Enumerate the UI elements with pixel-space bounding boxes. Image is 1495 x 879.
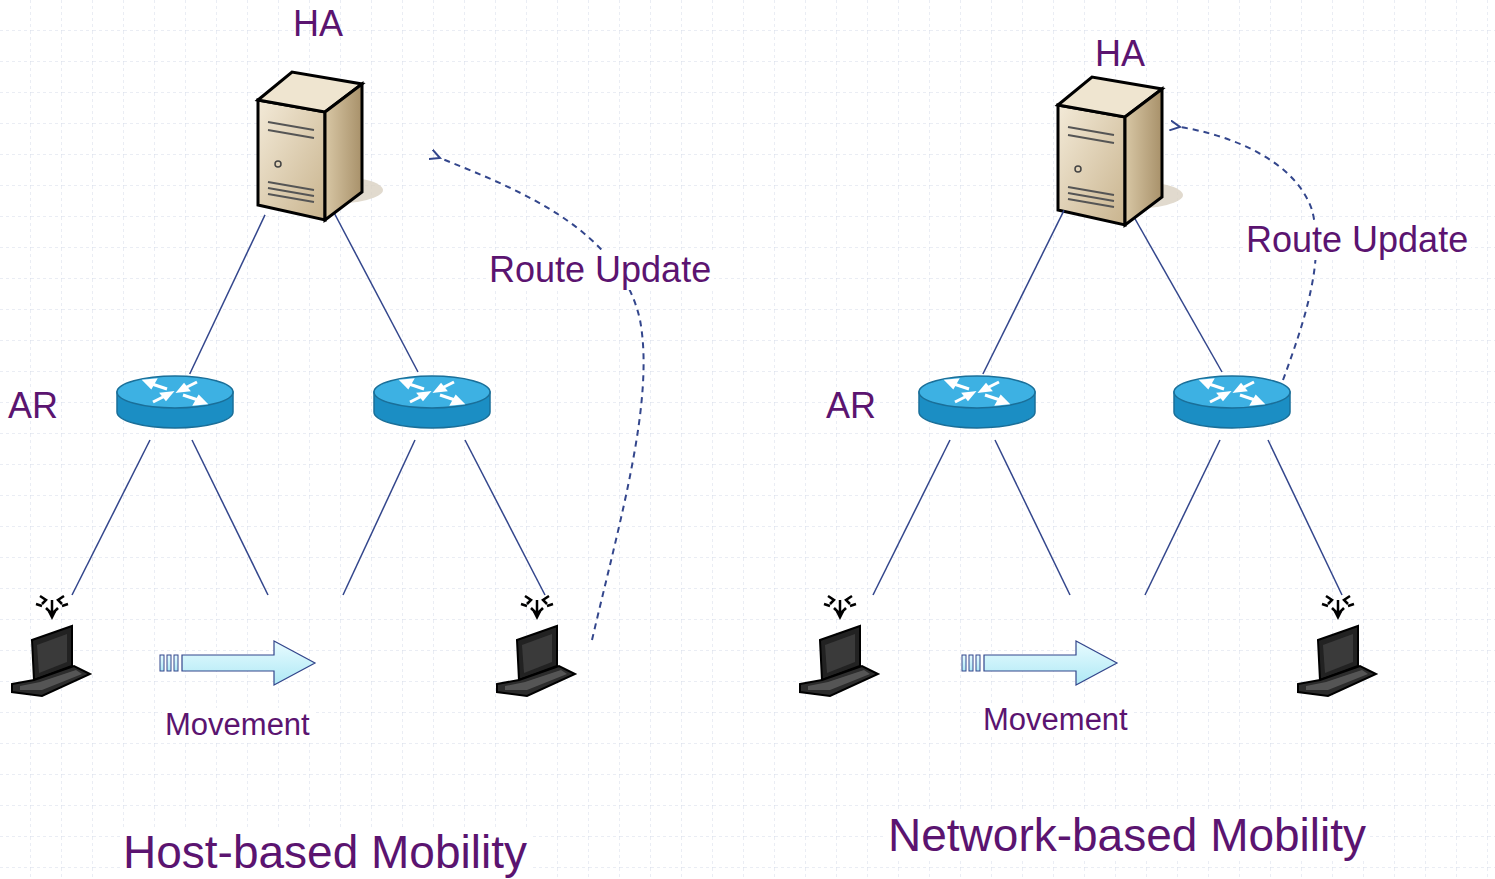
panel-caption: Host-based Mobility (120, 827, 530, 878)
home-agent-server: HA (1050, 34, 1190, 230)
node-label: AR (8, 386, 58, 426)
node-label: HA (293, 4, 343, 44)
route-update-label: Route Update (486, 250, 714, 290)
route-update-label: Route Update (1243, 220, 1471, 260)
node-label: HA (1095, 34, 1145, 74)
movement-label: Movement (162, 708, 313, 742)
access-router: AR (826, 372, 1038, 440)
movement-label: Movement (980, 703, 1131, 737)
node-label: AR (826, 386, 876, 426)
network-link (983, 210, 1064, 374)
network-link (190, 215, 265, 374)
home-agent-server: HA (250, 4, 386, 226)
panel-caption: Network-based Mobility (885, 810, 1369, 861)
access-router: AR (8, 372, 238, 440)
